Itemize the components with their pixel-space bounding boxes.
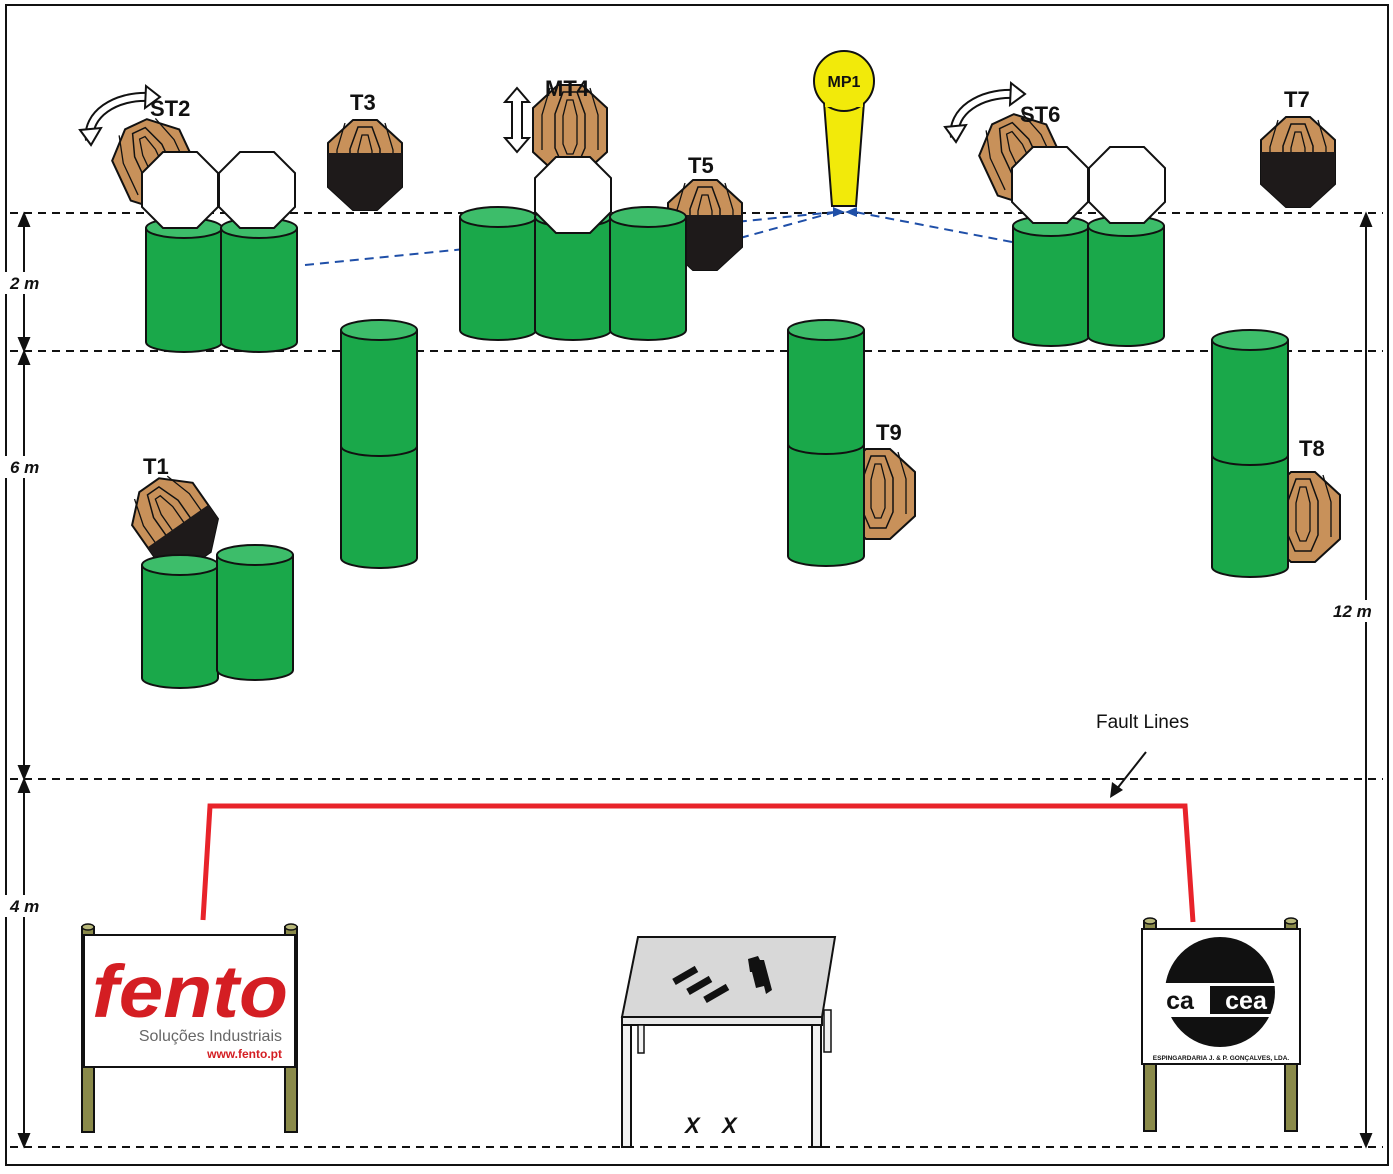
fault-lines-arrowhead <box>1110 782 1123 798</box>
dimension-4m: 4 m <box>9 897 39 916</box>
fault-lines-pointer <box>1115 751 1147 791</box>
target-t9-group: T9 <box>787 319 916 567</box>
target-mt4-group: MT4 T5 <box>459 76 743 341</box>
barrel <box>141 554 219 689</box>
fento-subtitle: Soluções Industriais <box>139 1028 282 1045</box>
shot-lines <box>304 211 1013 266</box>
target-t1-group: T1 <box>117 454 294 689</box>
start-table: X X <box>620 936 837 1148</box>
steel-plate <box>1088 146 1166 224</box>
sponsor-sign-cacea: ca cea ESPINGARDARIA J. & P. GONÇALVES, … <box>1141 917 1301 1132</box>
cacea-logo-right: cea <box>1225 987 1268 1015</box>
dimension-12m: 12 m <box>1333 602 1372 621</box>
barrel <box>1087 215 1165 347</box>
label-mp1: MP1 <box>828 74 861 91</box>
dimension-6m: 6 m <box>10 458 39 477</box>
label-t7: T7 <box>1284 87 1310 112</box>
sponsor-sign-fento: fento Soluções Industriais www.fento.pt <box>81 923 298 1133</box>
target-t1 <box>117 462 233 582</box>
steel-plate <box>141 151 219 229</box>
no-shoot-plate <box>534 156 612 234</box>
target-t8-group: T8 <box>1211 329 1341 578</box>
cacea-logo-left: ca <box>1166 987 1195 1015</box>
target-t3-group: T3 <box>327 90 403 211</box>
barrel <box>1012 215 1090 347</box>
popper-mp1: MP1 <box>813 50 875 207</box>
stage-border <box>5 4 1389 1166</box>
label-t8: T8 <box>1299 436 1325 461</box>
start-mark-right: X <box>720 1113 738 1138</box>
label-t9: T9 <box>876 420 902 445</box>
steel-plate <box>1011 146 1089 224</box>
target-st6-group: ST6 <box>943 81 1166 347</box>
fault-line <box>200 803 1196 923</box>
label-st6: ST6 <box>1020 102 1060 127</box>
up-down-arrow-icon <box>502 86 532 154</box>
barrel <box>145 217 223 353</box>
magazine-icon <box>672 965 699 985</box>
barrel <box>459 206 537 341</box>
target-st2-group: ST2 <box>78 84 298 353</box>
fento-logo: fento <box>92 950 288 1033</box>
label-t5: T5 <box>688 153 714 178</box>
pistol-icon <box>748 956 772 994</box>
barrel <box>609 206 687 341</box>
barrel <box>216 544 294 681</box>
cacea-subtitle: ESPINGARDARIA J. & P. GONÇALVES, LDA. <box>1153 1055 1290 1062</box>
target-t7-group: T7 <box>1260 87 1336 208</box>
magazine-icon <box>703 983 730 1003</box>
cacea-logo-circle <box>1165 937 1275 1047</box>
fault-lines-label: Fault Lines <box>1096 712 1189 733</box>
label-t3: T3 <box>350 90 376 115</box>
steel-plate <box>218 151 296 229</box>
fento-url: www.fento.pt <box>206 1047 282 1061</box>
label-t1: T1 <box>143 454 169 479</box>
magazine-icon <box>686 975 713 995</box>
barrel <box>220 217 298 353</box>
label-mt4: MT4 <box>545 76 590 101</box>
dimension-2m: 2 m <box>9 274 39 293</box>
barrel-stack <box>340 319 418 569</box>
label-st2: ST2 <box>150 96 190 121</box>
start-mark-left: X <box>683 1113 701 1138</box>
